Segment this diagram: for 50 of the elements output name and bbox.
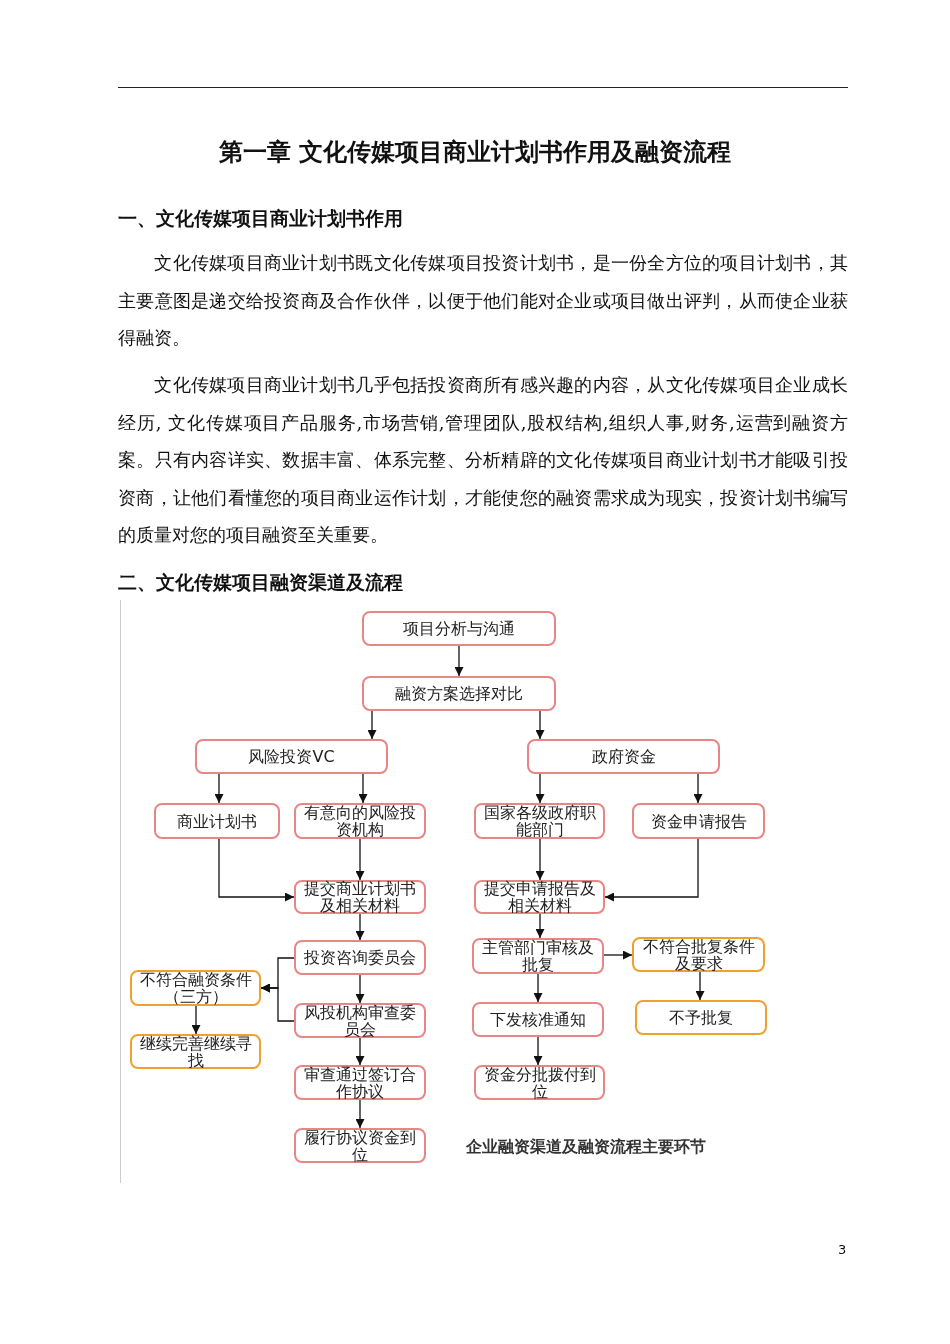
arrow	[535, 838, 545, 881]
arrow	[260, 983, 295, 1022]
process-box: 投资咨询委员会	[294, 940, 426, 975]
arrow	[533, 1036, 543, 1066]
arrow	[355, 1099, 365, 1129]
arrow	[355, 1037, 365, 1066]
process-box: 国家各级政府职能部门	[474, 803, 605, 839]
section-heading: 一、文化传媒项目商业计划书作用	[118, 207, 403, 231]
arrow	[218, 838, 295, 902]
arrow	[603, 950, 633, 960]
page-number: 3	[838, 1242, 847, 1257]
arrow	[604, 838, 699, 902]
process-box: 商业计划书	[154, 803, 280, 839]
arrow	[533, 973, 543, 1003]
figure-caption: 企业融资渠道及融资流程主要环节	[466, 1137, 706, 1158]
arrow	[695, 971, 705, 1001]
process-box: 继续完善继续寻找	[130, 1034, 261, 1069]
process-box: 资金申请报告	[632, 803, 765, 839]
paragraph: 文化传媒项目商业计划书几乎包括投资商所有感兴趣的内容，从文化传媒项目企业成长经历, 文化传媒项目产品服务,市场营销,管理团队,股权结构,组织人事,财务,运营到融资方案。只有内容详实、数据丰富、体系完整、分析精辟的文化传媒项目商业计划书才能吸引投资商，让他们看懂您的项目商业运作计划，才能使您的融资需求成为现实，投资计划书编写的质量对您的项目融资至关重要。	[118, 373, 848, 547]
process-box: 融资方案选择对比	[362, 676, 556, 711]
arrow	[214, 773, 224, 804]
arrow	[535, 773, 545, 804]
process-box: 下发核准通知	[472, 1002, 604, 1037]
arrow	[191, 1005, 201, 1035]
process-box: 项目分析与沟通	[362, 611, 556, 646]
process-box: 履行协议资金到位	[294, 1128, 426, 1163]
arrow	[693, 773, 703, 804]
arrow	[355, 913, 365, 941]
process-box: 提交商业计划书及相关材料	[294, 880, 426, 914]
process-box: 资金分批拨付到位	[474, 1065, 605, 1100]
process-box: 风险投资VC	[195, 739, 388, 774]
process-box: 政府资金	[527, 739, 720, 774]
process-box: 有意向的风险投资机构	[294, 803, 426, 839]
section-heading: 二、文化传媒项目融资渠道及流程	[118, 571, 403, 595]
paragraph: 文化传媒项目商业计划书既文化传媒项目投资计划书，是一份全方位的项目计划书，其主要意图是递交给投资商及合作伙伴，以便于他们能对企业或项目做出评判，从而使企业获得融资。	[118, 251, 848, 350]
arrow	[454, 645, 464, 677]
process-box: 不予批复	[635, 1000, 767, 1035]
process-box: 提交申请报告及相关材料	[474, 880, 605, 914]
arrow	[535, 913, 545, 939]
arrow	[358, 773, 368, 804]
process-box: 主管部门审核及批复	[472, 938, 604, 974]
process-box: 审查通过签订合作协议	[294, 1065, 426, 1100]
arrow	[367, 710, 377, 740]
arrow	[355, 974, 365, 1004]
chapter-title: 第一章 文化传媒项目商业计划书作用及融资流程	[217, 136, 733, 168]
process-box: 不符合批复条件及要求	[632, 937, 765, 972]
process-box: 风投机构审查委员会	[294, 1003, 426, 1038]
arrow	[355, 838, 365, 881]
process-box: 不符合融资条件（三方）	[130, 970, 261, 1006]
arrow	[535, 710, 545, 740]
